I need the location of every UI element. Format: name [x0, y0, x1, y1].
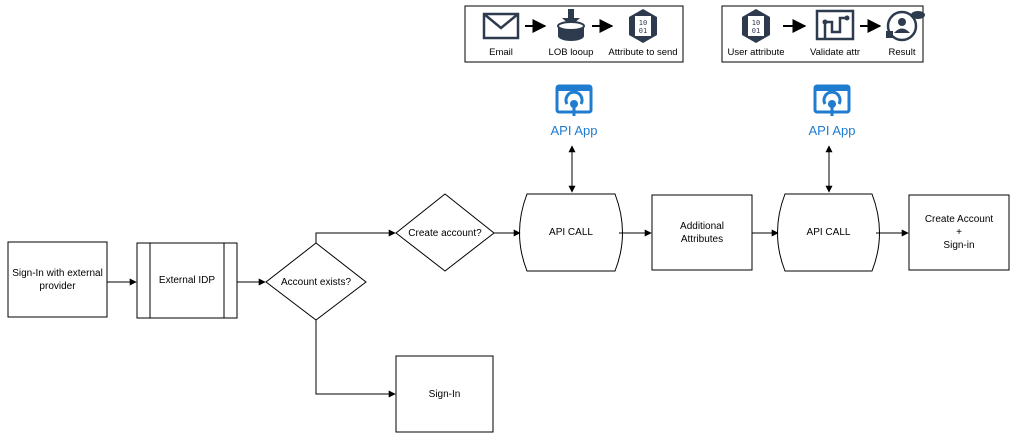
- api-call-2-label: API CALL: [806, 227, 851, 238]
- binary-hexagon-icon: 10 01: [742, 9, 770, 43]
- account-exists-label: Account exists?: [280, 276, 352, 288]
- create-account-decision: [395, 193, 495, 272]
- additional-attributes-box: [651, 194, 753, 271]
- svg-text:01: 01: [639, 27, 647, 35]
- sign-in-external-box: [7, 241, 108, 318]
- toolbar-label-attribute-to-send: Attribute to send: [608, 47, 678, 58]
- api-call-1-label: API CALL: [549, 227, 593, 238]
- api-call-2-shape: [777, 193, 880, 272]
- external-idp-label: External IDP: [158, 275, 216, 286]
- api-call-1-shape: [519, 193, 623, 272]
- toolbar-label-result: Result: [888, 47, 916, 58]
- create-account-question-label: Create account?: [408, 227, 482, 239]
- download-database-icon: [557, 9, 585, 41]
- toolbar-label-user-attribute: User attribute: [727, 47, 785, 58]
- svg-text:10: 10: [639, 19, 647, 27]
- flow-arrow: [315, 229, 396, 243]
- sign-in-label: Sign-In: [428, 388, 461, 400]
- toolbar-label-validate-attr: Validate attr: [810, 47, 860, 58]
- toolbar-label-email: Email: [489, 47, 513, 58]
- binary-hexagon-icon: 10 01: [629, 9, 657, 43]
- flow-arrow: [315, 320, 396, 398]
- api-app-label-left: API App: [550, 123, 598, 138]
- svg-text:01: 01: [752, 27, 760, 35]
- svg-text:10: 10: [752, 19, 760, 27]
- api-app-icon: [555, 84, 593, 116]
- external-idp-box: [136, 242, 238, 319]
- api-app-label-right: API App: [808, 123, 856, 138]
- api-app-icon: [813, 84, 851, 116]
- sign-in-external-label: Sign-In with external provider: [12, 267, 103, 292]
- create-account-signin-box: [908, 194, 1010, 271]
- user-sync-icon: [886, 10, 925, 42]
- envelope-icon: [482, 12, 520, 40]
- workflow-icon: [815, 9, 855, 41]
- toolbar-label-lob-lookup: LOB looup: [548, 47, 594, 58]
- additional-attributes-label: Additional Attributes: [680, 220, 724, 245]
- sign-in-box: [395, 355, 494, 433]
- create-account-signin-label: Create Account + Sign-in: [924, 214, 994, 251]
